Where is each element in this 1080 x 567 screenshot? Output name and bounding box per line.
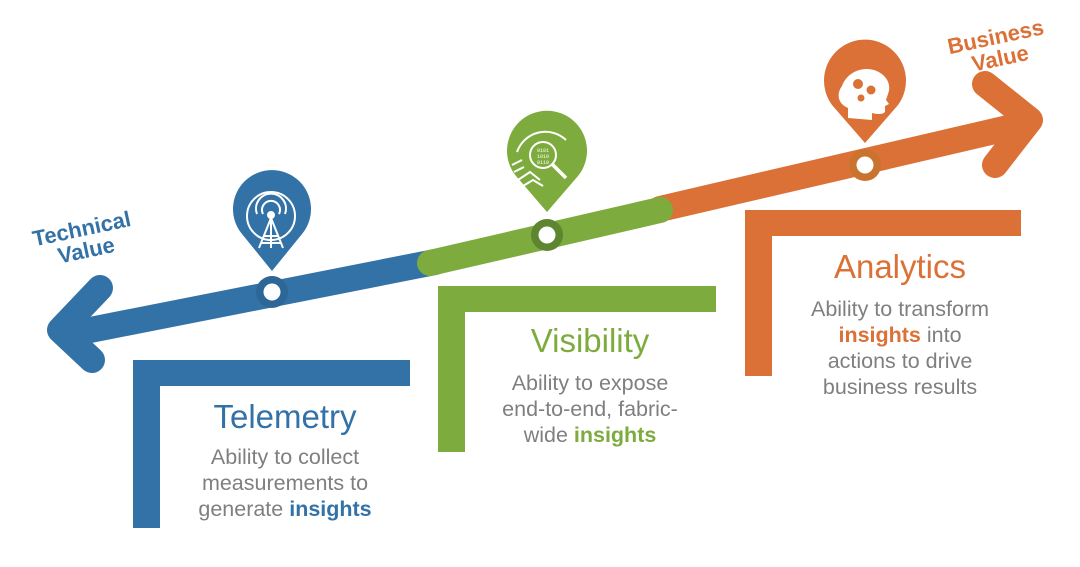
- arrow-head-left: [47, 275, 113, 373]
- arrow-segment-blue: [62, 249, 448, 346]
- keyword-insights: insights: [838, 323, 921, 347]
- desc-line: wide: [523, 423, 574, 447]
- stage-analytics: Analytics Ability to transform insights …: [780, 248, 1020, 400]
- desc-line: generate: [198, 497, 290, 521]
- magnifier-data-icon: 0101 1010 0110: [511, 130, 568, 187]
- keyword-insights: insights: [573, 423, 657, 447]
- visibility-node: [531, 219, 563, 251]
- stage-description: Ability to collect measurements to gener…: [170, 444, 400, 522]
- telemetry-pin: [233, 170, 311, 271]
- svg-text:1010: 1010: [537, 154, 549, 160]
- analytics-node: [849, 149, 881, 181]
- visibility-bracket: [438, 286, 716, 452]
- arrow-head-right: [972, 71, 1043, 178]
- brain-gears-icon: [838, 68, 890, 120]
- antenna-tower-icon: [246, 191, 296, 249]
- telemetry-node: [256, 276, 288, 308]
- analytics-pin: [824, 39, 906, 143]
- stage-description: Ability to expose end-to-end, fabric- wi…: [470, 370, 710, 448]
- desc-line: Ability to collect: [210, 445, 360, 469]
- svg-text:0101: 0101: [537, 148, 549, 154]
- desc-line: into: [920, 323, 962, 347]
- telemetry-bracket: [133, 360, 410, 528]
- analytics-bracket: [745, 210, 1021, 376]
- desc-line: Ability to transform: [810, 297, 990, 321]
- desc-line: actions to drive: [827, 349, 973, 373]
- desc-line: measurements to: [201, 471, 369, 495]
- stage-title: Visibility: [530, 322, 650, 359]
- desc-line: business results: [822, 375, 978, 399]
- stage-title: Analytics: [833, 248, 967, 285]
- stage-title: Telemetry: [213, 398, 357, 435]
- visibility-pin: 0101 1010 0110: [507, 110, 587, 212]
- keyword-insights: insights: [289, 497, 372, 521]
- desc-line: Ability to expose: [511, 371, 669, 395]
- stage-visibility: Visibility Ability to expose end-to-end,…: [470, 322, 710, 448]
- desc-line: end-to-end, fabric-: [502, 397, 678, 421]
- stage-description: Ability to transform insights into actio…: [780, 296, 1020, 400]
- stage-telemetry: Telemetry Ability to collect measurement…: [170, 398, 400, 522]
- arrow-segment-orange: [647, 115, 1021, 222]
- svg-text:0110: 0110: [537, 160, 549, 166]
